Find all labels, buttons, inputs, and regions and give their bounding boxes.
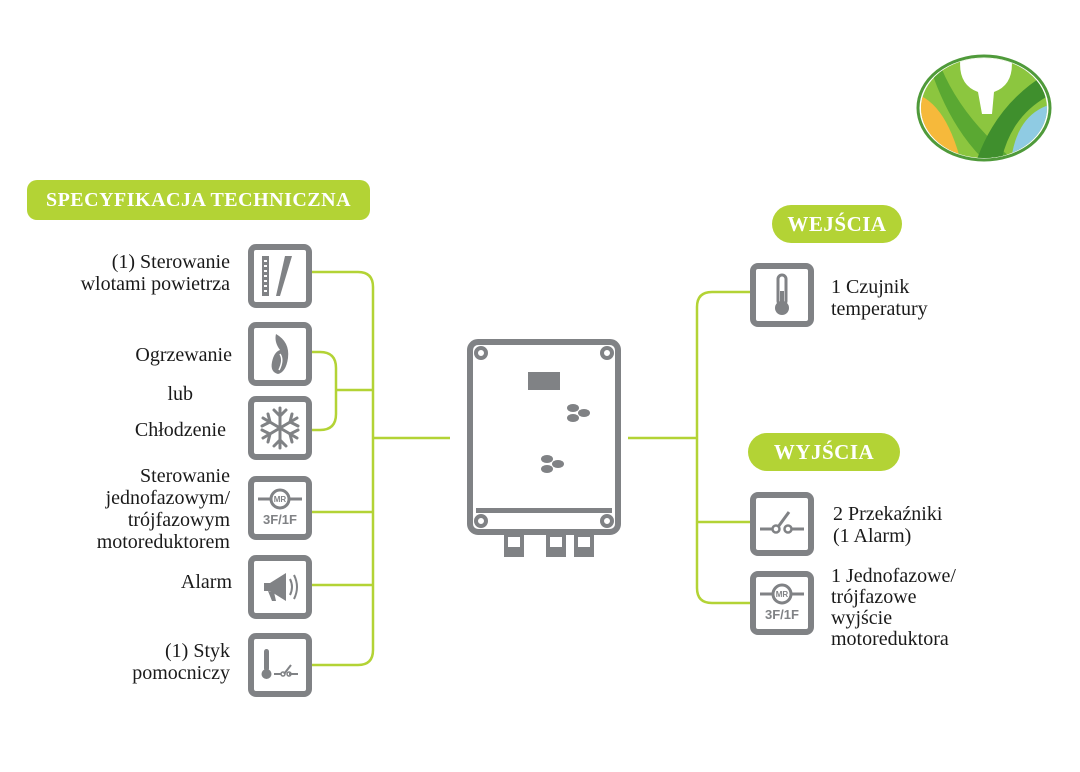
text-line: (1 Alarm) (833, 525, 912, 547)
label-motor-control: Sterowanie jednofazowym/ trójfazowym mot… (97, 465, 230, 553)
spec-header: SPECYFIKACJA TECHNICZNA (27, 180, 370, 220)
text-line: pomocniczy (132, 662, 230, 684)
text-line: 2 Przekaźniki (833, 503, 943, 525)
logo (916, 54, 1052, 167)
label-aux-contact: (1) Styk pomocniczy (132, 640, 230, 684)
text-line: wlotami powietrza (80, 273, 230, 295)
motor-icon-top-text: MR (274, 495, 287, 504)
text-line: motoreduktorem (96, 531, 230, 553)
label-motor-output: 1 Jednofazowe/ trójfazowe wyjście motore… (831, 566, 956, 650)
alarm-horn-icon (248, 555, 312, 619)
text-line: motoreduktora (831, 628, 949, 650)
motor-reducer-icon: MR 3F/1F (248, 476, 312, 540)
label-cooling: Chłodzenie (134, 419, 226, 441)
inputs-header: WEJŚCIA (772, 205, 902, 243)
label-alarm: Alarm (180, 571, 232, 593)
text-line: wyjście (831, 607, 893, 629)
thermometer-icon (750, 263, 814, 327)
label-air-inlet-control: (1) Sterowanie wlotami powietrza (81, 251, 230, 295)
outputs-header: WYJŚCIA (748, 433, 900, 471)
text-line: jednofazowym/ (105, 487, 230, 509)
text-line: (1) Styk (165, 640, 230, 662)
label-or: lub (167, 383, 193, 405)
thermo-switch-icon (248, 633, 312, 697)
text-line: (1) Sterowanie (111, 251, 230, 273)
motor-icon-bottom-text: 3F/1F (765, 607, 799, 622)
text-line: 1 Jednofazowe/ (831, 565, 956, 587)
controller-device (466, 338, 622, 565)
motor-icon-bottom-text: 3F/1F (263, 512, 297, 527)
text-line: temperatury (831, 298, 928, 320)
text-line: Sterowanie (140, 465, 230, 487)
label-heating: Ogrzewanie (135, 344, 232, 366)
text-line: trójfazowym (127, 509, 230, 531)
air-inlet-icon (248, 244, 312, 308)
relay-switch-icon (750, 492, 814, 556)
text-line: 1 Czujnik (831, 276, 910, 298)
label-temperature-sensor: 1 Czujnik temperatury (831, 276, 928, 320)
snowflake-icon (248, 396, 312, 460)
flame-icon (248, 322, 312, 386)
text-line: trójfazowe (831, 586, 917, 608)
label-relays: 2 Przekaźniki (1 Alarm) (833, 503, 942, 547)
motor-icon-top-text: MR (776, 590, 789, 599)
motor-reducer-icon: MR 3F/1F (750, 571, 814, 635)
